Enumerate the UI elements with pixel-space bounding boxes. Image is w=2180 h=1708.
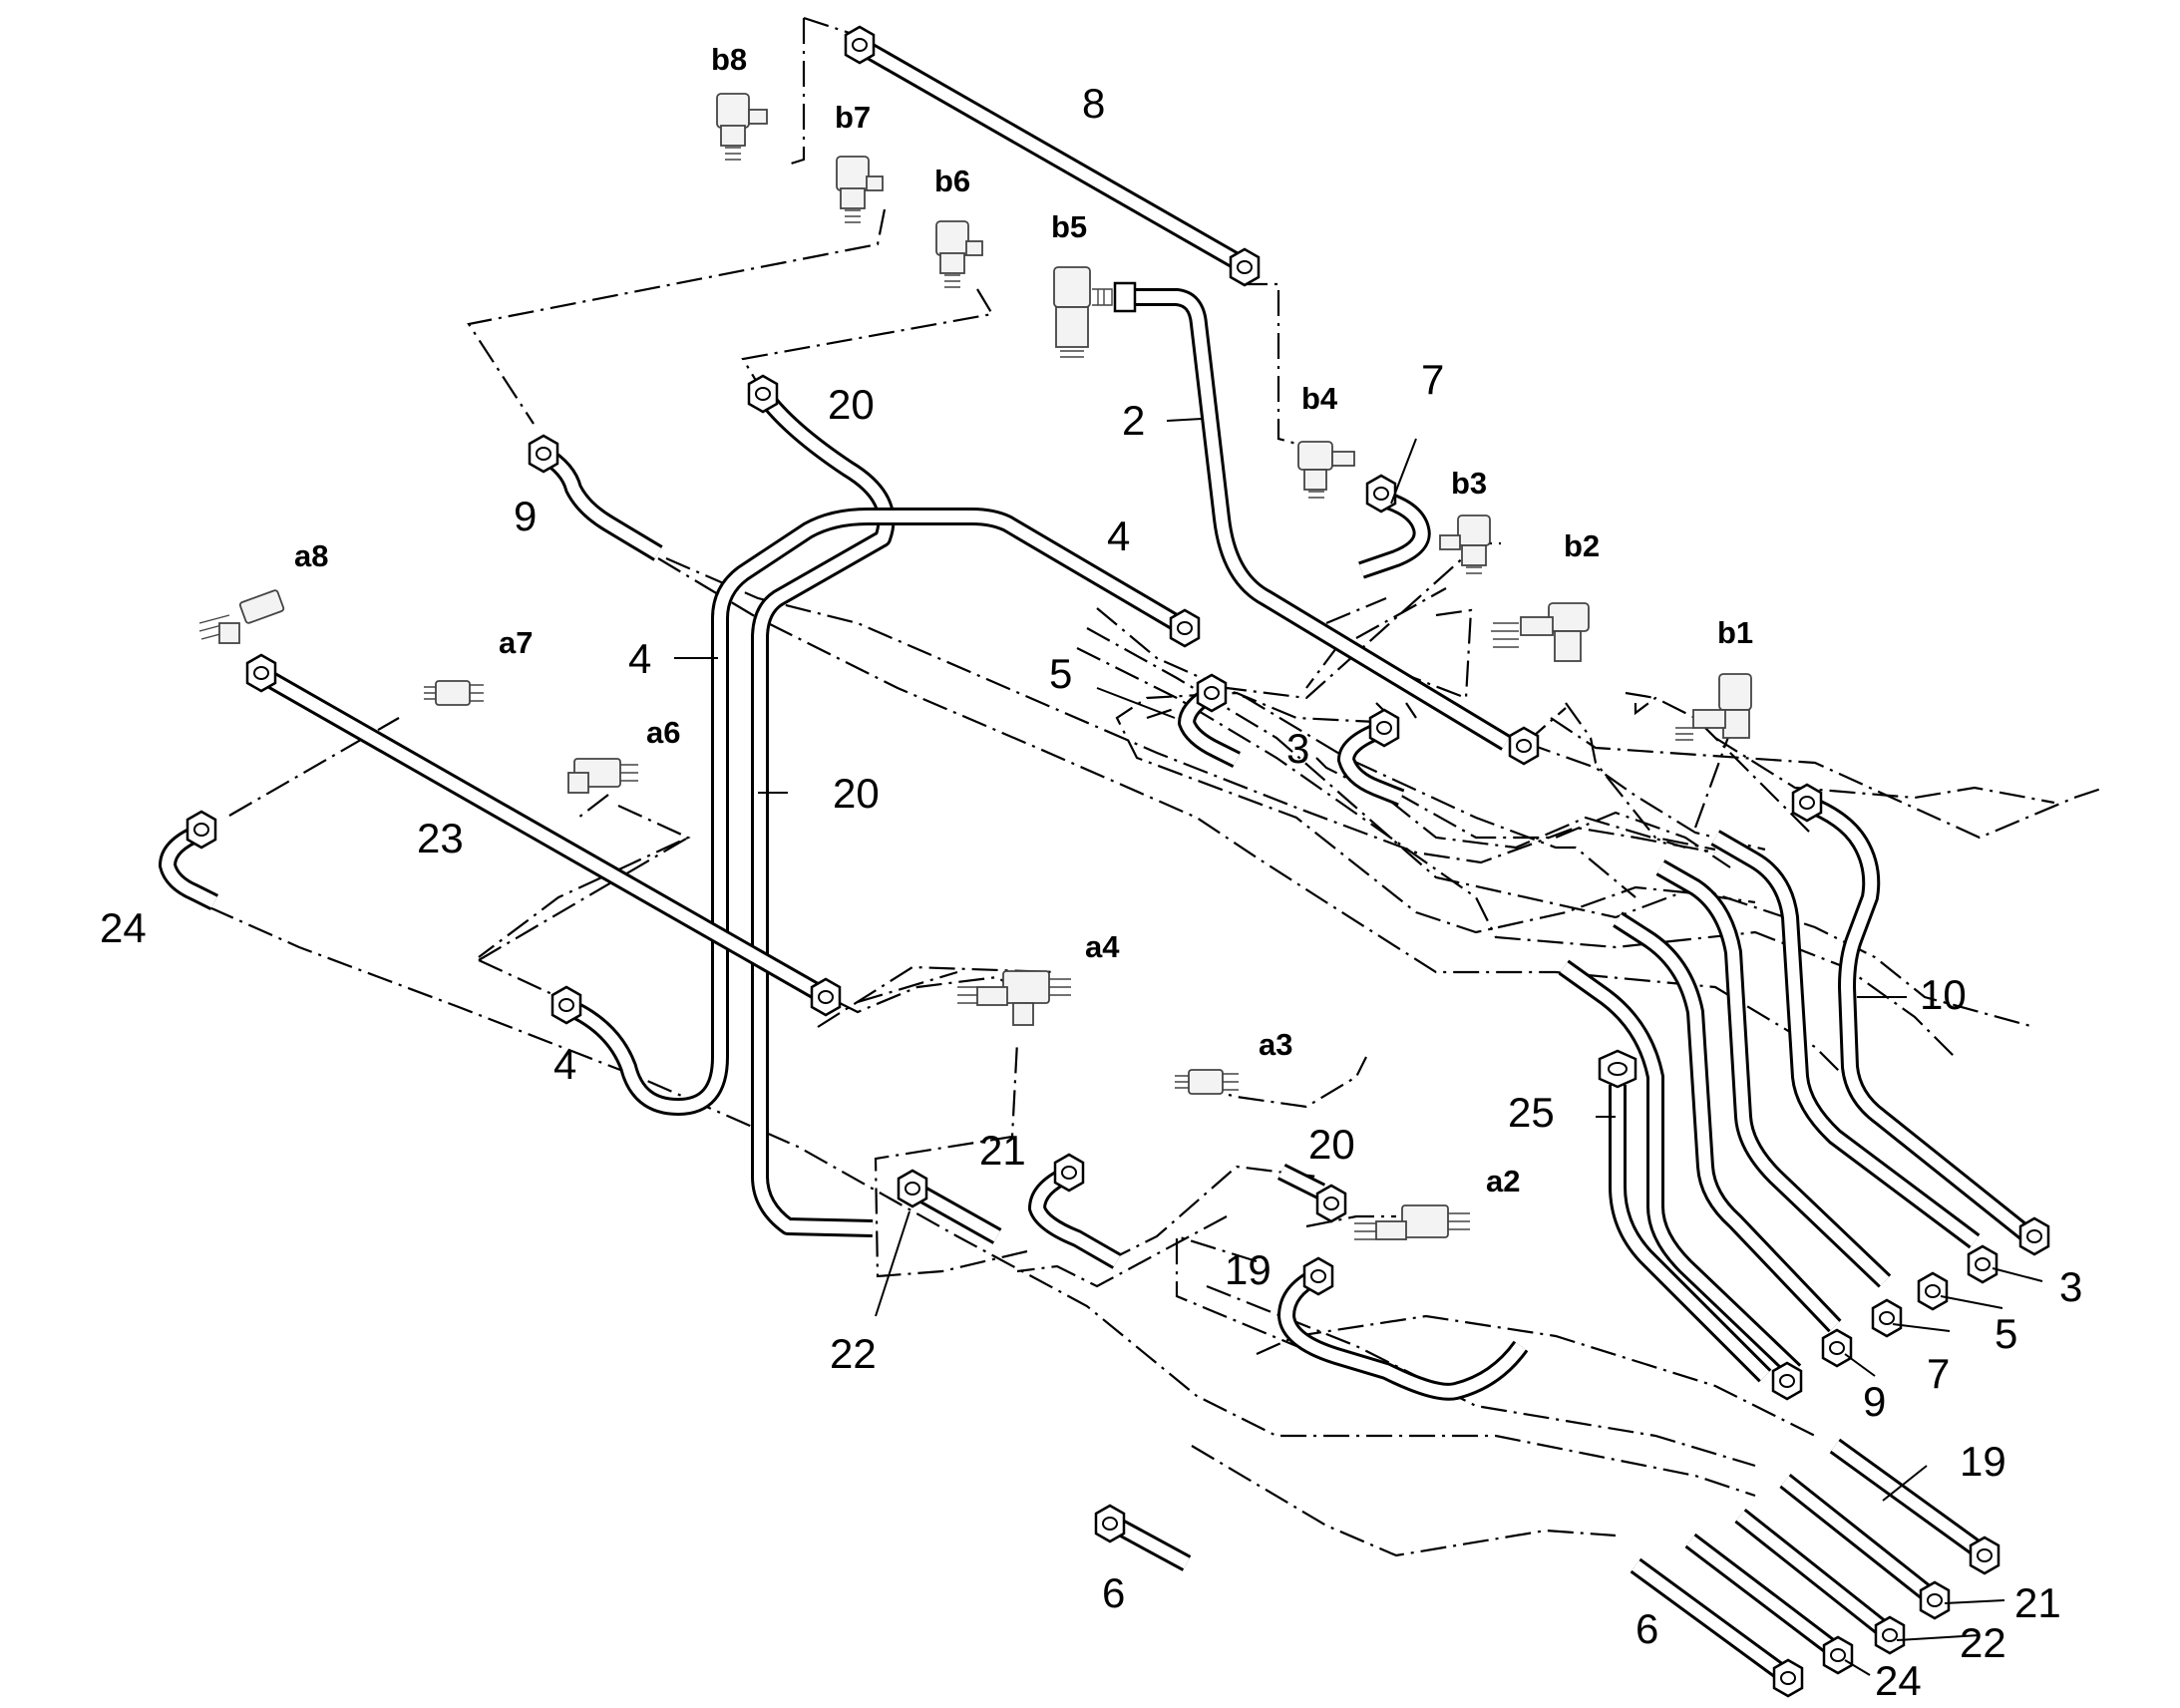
nuts [185,25,2050,1698]
label-b1: b1 [1717,615,1753,650]
label-24: 24 [1875,1657,1922,1704]
label-20: 20 [1308,1121,1355,1168]
label-5: 5 [1049,650,1072,697]
label-19: 19 [1960,1438,2006,1485]
label-3: 3 [1286,725,1309,772]
label-20: 20 [833,770,880,817]
label-7: 7 [1927,1350,1950,1397]
label-2: 2 [1122,397,1145,444]
label-25: 25 [1508,1089,1555,1136]
label-5: 5 [1995,1310,2017,1357]
fitting-code-labels: b8 b7 b6 b5 b4 b3 b2 b1 a8 a7 a6 a4 a3 a… [294,42,1753,1198]
part-number-labels: 8 20 2 7 9 4 4 5 3 20 23 24 10 4 25 21 2… [100,80,2082,1704]
label-4: 4 [1107,512,1130,559]
label-6: 6 [1635,1605,1658,1652]
label-b5: b5 [1051,209,1087,244]
label-7: 7 [1421,356,1444,403]
label-b6: b6 [934,164,970,198]
label-3: 3 [2059,1263,2082,1310]
label-a7: a7 [499,625,533,660]
fittings [198,93,1752,1240]
label-24: 24 [100,904,147,951]
label-b8: b8 [711,42,747,77]
label-a2: a2 [1486,1164,1520,1198]
label-9: 9 [514,493,537,539]
label-b3: b3 [1451,466,1487,501]
label-a3: a3 [1259,1027,1292,1062]
label-b4: b4 [1301,381,1338,416]
label-8: 8 [1082,80,1105,127]
leader-lines [674,418,2043,1676]
label-10: 10 [1920,971,1967,1018]
label-a8: a8 [294,538,328,573]
label-23: 23 [417,815,464,861]
label-6: 6 [1102,1569,1125,1616]
label-b2: b2 [1564,528,1600,563]
label-19: 19 [1225,1246,1272,1293]
label-21: 21 [979,1127,1026,1174]
label-a6: a6 [646,715,680,750]
label-b7: b7 [835,100,871,135]
label-a4: a4 [1085,929,1120,964]
label-22: 22 [830,1330,877,1377]
label-20: 20 [828,381,875,428]
connection-lines [208,16,2105,1557]
label-22: 22 [1960,1619,2006,1666]
label-9: 9 [1863,1378,1886,1425]
label-21: 21 [2014,1579,2061,1626]
label-4: 4 [628,635,651,682]
label-4: 4 [553,1041,576,1088]
